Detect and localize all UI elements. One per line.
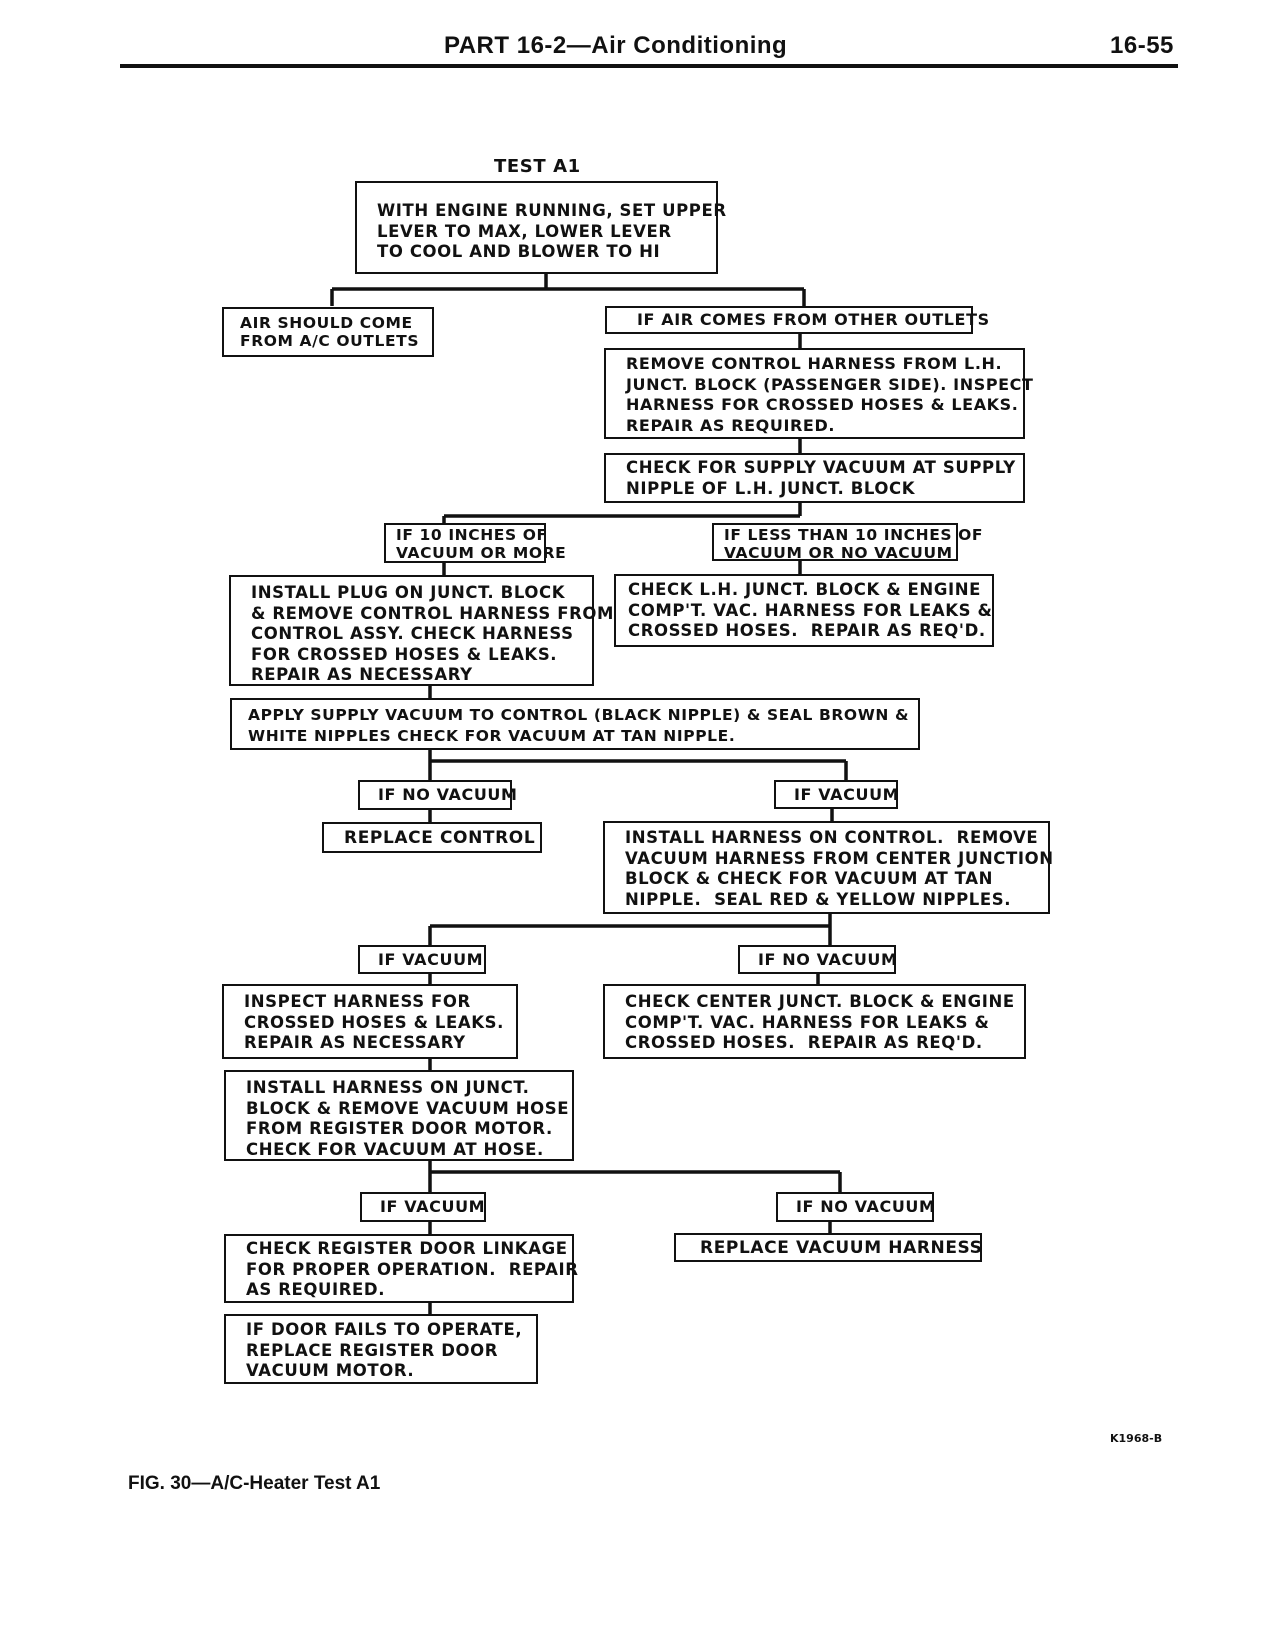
branch-other-outlets: IF AIR COMES FROM OTHER OUTLETS: [605, 306, 989, 334]
step-apply-supply-vacuum: APPLY SUPPLY VACUUM TO CONTROL (BLACK NI…: [230, 698, 920, 750]
step-install-harness-on-junct: INSTALL HARNESS ON JUNCT. BLOCK & REMOVE…: [224, 1070, 574, 1161]
step-inspect-harness: INSPECT HARNESS FOR CROSSED HOSES & LEAK…: [222, 984, 518, 1059]
step-check-supply-vacuum: CHECK FOR SUPPLY VACUUM AT SUPPLY NIPPLE…: [604, 453, 1025, 503]
step-install-harness-on-control: INSTALL HARNESS ON CONTROL. REMOVE VACUU…: [603, 821, 1053, 914]
action-replace-control: REPLACE CONTROL: [322, 822, 542, 853]
figure-caption: FIG. 30—A/C-Heater Test A1: [128, 1473, 381, 1494]
branch-no-vacuum-1: IF NO VACUUM: [358, 780, 517, 810]
result-ac-outlets: AIR SHOULD COME FROM A/C OUTLETS: [222, 307, 434, 357]
step-check-center-junct-block: CHECK CENTER JUNCT. BLOCK & ENGINE COMP'…: [603, 984, 1026, 1059]
step-start-engine: WITH ENGINE RUNNING, SET UPPER LEVER TO …: [355, 181, 726, 274]
step-remove-control-harness: REMOVE CONTROL HARNESS FROM L.H. JUNCT. …: [604, 348, 1033, 439]
figure-code: K1968-B: [1110, 1432, 1163, 1445]
branch-no-vacuum-3: IF NO VACUUM: [776, 1192, 935, 1222]
step-install-plug: INSTALL PLUG ON JUNCT. BLOCK & REMOVE CO…: [229, 575, 613, 686]
page-header-title: PART 16-2—Air Conditioning: [444, 32, 788, 59]
step-check-lh-junct-block: CHECK L.H. JUNCT. BLOCK & ENGINE COMP'T.…: [614, 574, 994, 647]
action-replace-vacuum-harness: REPLACE VACUUM HARNESS: [674, 1233, 982, 1262]
branch-10-inches-or-more: IF 10 INCHES OF VACUUM OR MORE: [384, 523, 566, 563]
header-rule: [120, 64, 1178, 68]
branch-no-vacuum-2: IF NO VACUUM: [738, 945, 897, 974]
test-label: TEST A1: [494, 156, 581, 177]
branch-vacuum-1: IF VACUUM: [774, 780, 899, 809]
page-number: 16-55: [1110, 32, 1174, 59]
branch-vacuum-3: IF VACUUM: [360, 1192, 486, 1222]
step-check-register-door-linkage: CHECK REGISTER DOOR LINKAGE FOR PROPER O…: [224, 1234, 578, 1303]
branch-vacuum-2: IF VACUUM: [358, 945, 486, 974]
step-replace-register-door-motor: IF DOOR FAILS TO OPERATE, REPLACE REGIST…: [224, 1314, 538, 1384]
branch-less-than-10-inches: IF LESS THAN 10 INCHES OF VACUUM OR NO V…: [712, 523, 983, 562]
